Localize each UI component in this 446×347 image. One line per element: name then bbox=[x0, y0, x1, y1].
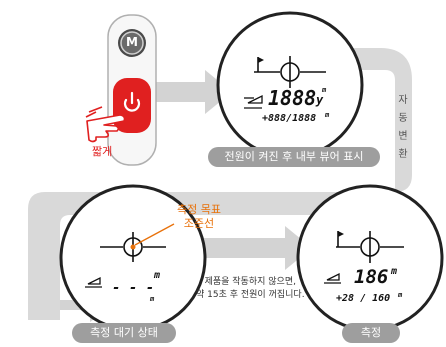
auto-switch-char: 환 bbox=[398, 149, 408, 160]
aim-callout: 측정 목표 조준선 bbox=[177, 203, 221, 230]
slope-icon bbox=[324, 272, 341, 284]
auto-switch-char: 자 bbox=[398, 95, 408, 106]
measure-caption: 측정 bbox=[342, 323, 400, 343]
auto-switch-label: 자 동 변 환 bbox=[397, 92, 409, 164]
measure-sub-unit: m bbox=[398, 291, 403, 299]
measure-sub-value: +28 / 160 bbox=[336, 293, 391, 304]
standby-unit: m bbox=[154, 270, 161, 281]
auto-switch-char: 동 bbox=[398, 113, 408, 124]
standby-dashes: - - - bbox=[112, 280, 155, 296]
top-main-unit2: m bbox=[322, 86, 327, 94]
standby-unit-small: m bbox=[150, 295, 155, 303]
auto-off-note: 제품을 작동하지 않으면, 약 15초 후 전원이 꺼집니다. bbox=[196, 277, 305, 300]
press-label: 짧게 bbox=[92, 145, 113, 158]
display-measure bbox=[296, 184, 444, 332]
slope-icon bbox=[85, 276, 102, 288]
mode-button-label[interactable]: M bbox=[126, 35, 138, 49]
display-top bbox=[216, 11, 364, 159]
pointing-hand-icon bbox=[85, 106, 126, 143]
standby-caption: 측정 대기 상태 bbox=[72, 323, 176, 343]
power-icon bbox=[123, 91, 141, 112]
top-caption: 전원이 켜진 후 내부 뷰어 표시 bbox=[208, 147, 380, 167]
flag-icon bbox=[257, 57, 264, 72]
top-sub-unit: m bbox=[325, 111, 330, 119]
flag-icon bbox=[337, 231, 344, 247]
measure-main-value: 186 bbox=[354, 266, 389, 288]
top-main-unit: y bbox=[316, 93, 324, 107]
slope-icon bbox=[244, 94, 263, 109]
top-sub-value: +888/1888 bbox=[262, 113, 317, 124]
measure-main-unit: m bbox=[391, 266, 398, 277]
top-main-value: 1888 bbox=[268, 86, 317, 110]
auto-switch-char: 변 bbox=[398, 131, 408, 142]
